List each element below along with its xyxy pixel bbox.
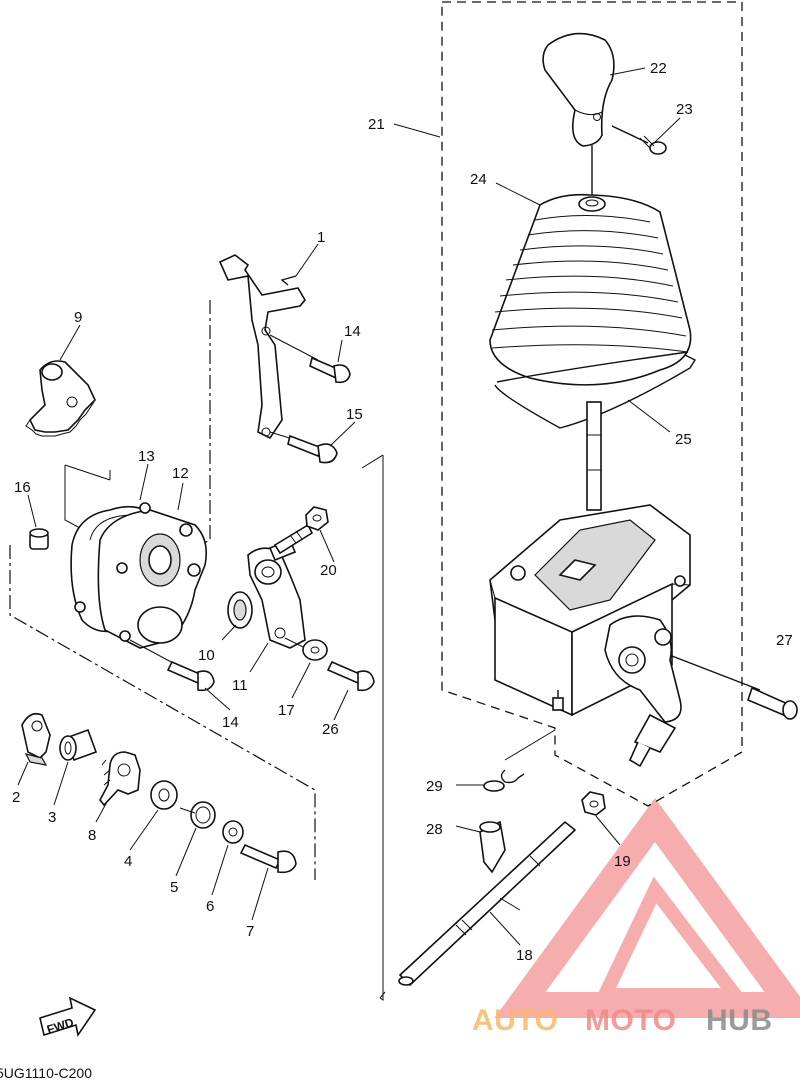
shift-knob — [542, 32, 615, 195]
callout-24: 24 — [470, 171, 487, 188]
bolt-15 — [269, 431, 338, 464]
bolt-14-upper — [269, 334, 351, 384]
bolt-27 — [671, 655, 798, 720]
screw-23 — [611, 125, 667, 155]
collar-16 — [29, 528, 49, 550]
bolt-stud — [273, 523, 314, 555]
shift-rod — [586, 401, 602, 511]
callout-7: 7 — [246, 923, 254, 940]
callout-27: 27 — [776, 632, 793, 649]
callout-2: 2 — [12, 789, 20, 806]
callout-3: 3 — [48, 809, 56, 826]
washer-6 — [222, 820, 244, 844]
callout-9: 9 — [74, 309, 82, 326]
bracket-outline-right — [361, 454, 384, 1001]
callout-25: 25 — [675, 431, 692, 448]
bolt-26 — [326, 660, 375, 692]
callout-13: 13 — [138, 448, 155, 465]
watermark-text: AUTO MOTO HUB — [472, 1004, 773, 1037]
gear-8 — [99, 751, 141, 807]
callouts: 1 2 3 4 5 6 7 8 9 10 11 12 13 14 14 15 1… — [12, 60, 793, 964]
plate-2 — [21, 712, 51, 766]
assembly-boundary-21 — [441, 1, 743, 807]
washer-17 — [284, 637, 328, 661]
spring-5 — [179, 801, 216, 829]
gear-segment-9 — [25, 360, 96, 437]
bolt-7 — [239, 843, 297, 874]
leader-lines — [17, 67, 681, 946]
nut-20 — [305, 506, 329, 531]
callout-20: 20 — [320, 562, 337, 579]
housing-12 — [74, 502, 208, 649]
callout-10: 10 — [198, 647, 215, 664]
nut-19 — [581, 791, 606, 816]
callout-19: 19 — [614, 853, 631, 870]
callout-4: 4 — [124, 853, 132, 870]
callout-5: 5 — [170, 879, 178, 896]
callout-28: 28 — [426, 821, 443, 838]
bolt-14-lower — [129, 639, 215, 692]
watermark-auto: AUTO — [472, 1004, 558, 1037]
clip-29 — [483, 729, 556, 792]
callout-14-lower: 14 — [222, 714, 239, 731]
lever-11 — [247, 538, 306, 649]
callout-29: 29 — [426, 778, 443, 795]
gate-lever — [604, 615, 682, 768]
collar-3 — [59, 728, 98, 762]
clip-band — [494, 351, 697, 429]
callout-6: 6 — [206, 898, 214, 915]
callout-18: 18 — [516, 947, 533, 964]
watermark-hub: HUB — [706, 1004, 773, 1037]
callout-21: 21 — [368, 116, 385, 133]
callout-23: 23 — [676, 101, 693, 118]
callout-11: 11 — [232, 677, 248, 694]
callout-16: 16 — [14, 479, 31, 496]
callout-12: 12 — [172, 465, 189, 482]
callout-8: 8 — [88, 827, 96, 844]
callout-26: 26 — [322, 721, 339, 738]
shift-rod-18 — [398, 820, 577, 987]
callout-1: 1 — [317, 229, 325, 246]
watermark-logo — [494, 797, 800, 1018]
washer-4 — [150, 780, 178, 810]
callout-14-upper: 14 — [344, 323, 361, 340]
shift-boot — [489, 193, 692, 386]
oil-seal-10 — [227, 591, 253, 629]
diagram-code: 5UG1110-C200 — [0, 1065, 92, 1080]
callout-22: 22 — [650, 60, 667, 77]
callout-15: 15 — [346, 406, 363, 423]
collar-28 — [479, 820, 506, 874]
callout-17: 17 — [278, 702, 295, 719]
fwd-arrow: FWD — [39, 996, 97, 1038]
watermark-moto: MOTO — [585, 1004, 676, 1037]
